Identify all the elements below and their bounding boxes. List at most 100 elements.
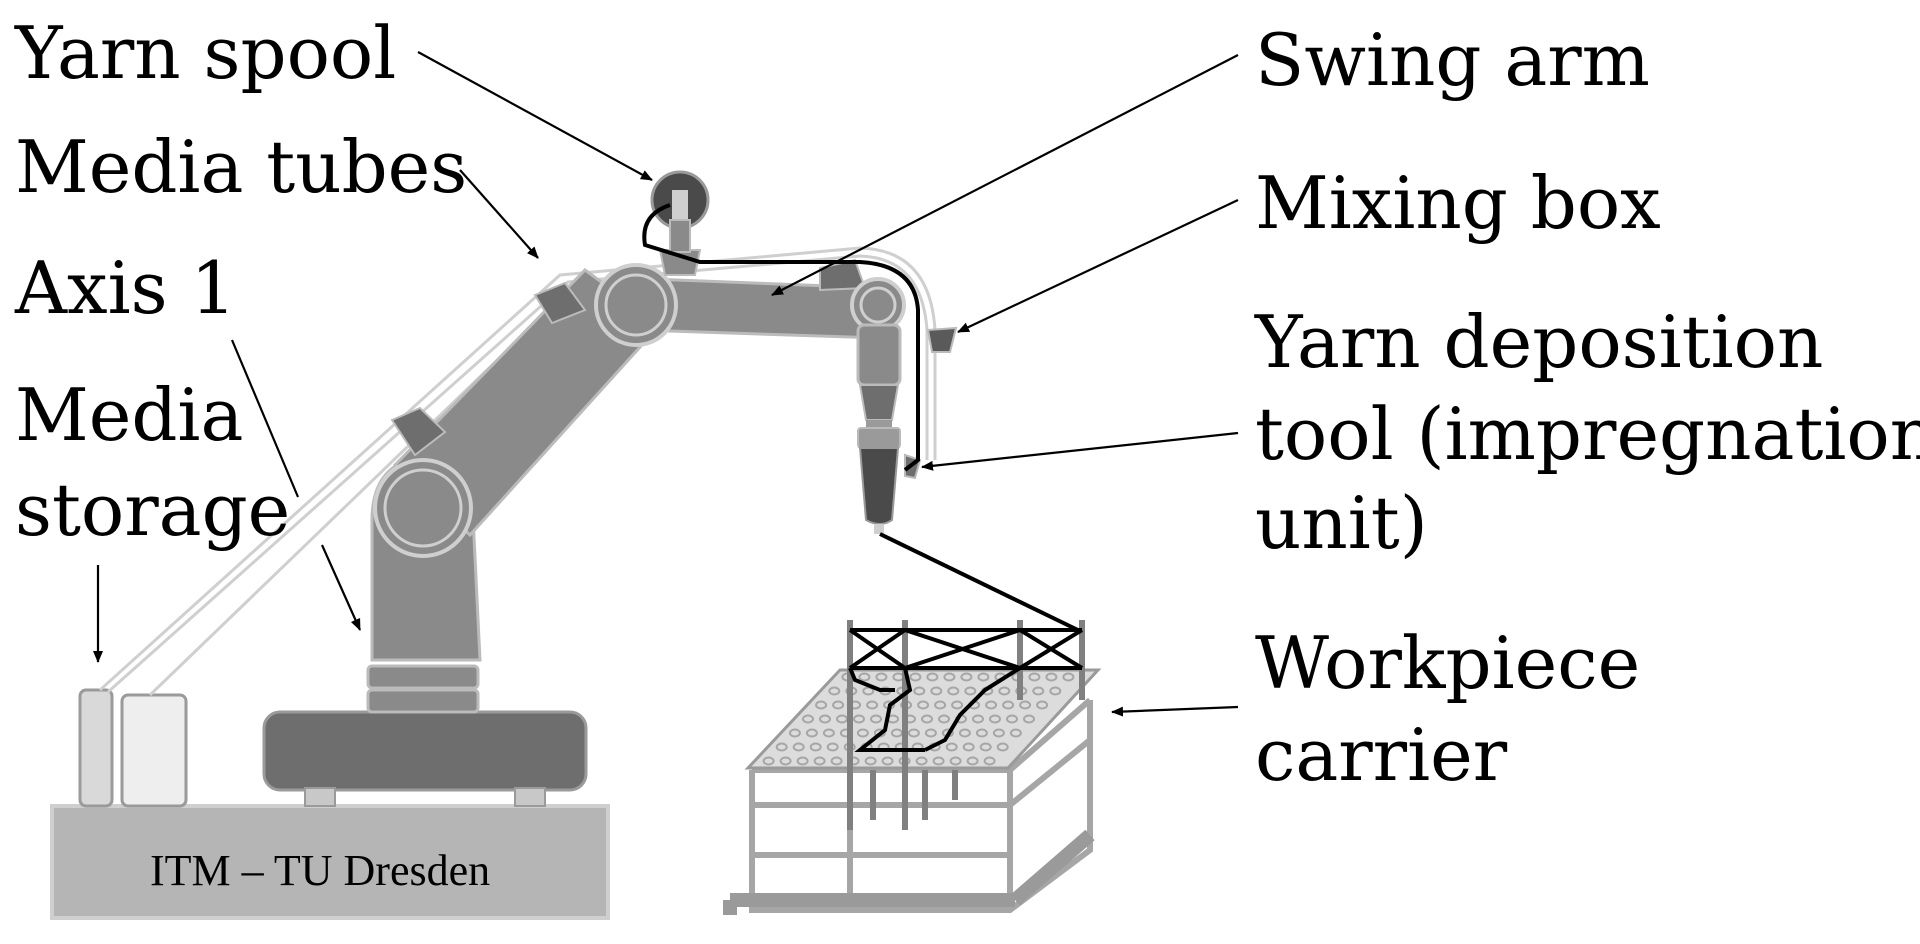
plate-hole (1045, 672, 1058, 682)
plate-hole (966, 756, 979, 766)
plate-hole (934, 700, 947, 710)
plate-hole (779, 756, 792, 766)
plate-hole (1002, 700, 1015, 710)
plate-hole (870, 714, 882, 724)
plate-hole (1023, 714, 1035, 724)
label-yarn-deposition-line1: Yarn deposition (1254, 300, 1823, 384)
label-yarn-spool: Yarn spool (14, 11, 396, 95)
plate-hole (924, 728, 937, 738)
plate-hole (996, 742, 1009, 752)
plate-hole (792, 742, 805, 752)
plate-hole (796, 756, 809, 766)
plate-hole (960, 672, 973, 682)
arrow-mixing-box (957, 199, 1239, 333)
plate-hole (819, 714, 831, 724)
plate-hole (832, 700, 845, 710)
labels-right: Swing arm Mixing box Yarn deposition too… (1254, 18, 1920, 797)
plate-hole (909, 672, 922, 682)
plate-hole (875, 672, 888, 682)
plate-hole (856, 728, 869, 738)
label-media-storage-line2: storage (15, 468, 290, 552)
plate-hole (864, 756, 877, 766)
plate-hole (858, 672, 871, 682)
plate-hole (930, 686, 943, 696)
plate-hole (938, 714, 950, 724)
plate-hole (862, 686, 875, 696)
label-swing-arm: Swing arm (1255, 18, 1650, 102)
plate-hole (762, 756, 775, 766)
plate-hole (815, 700, 828, 710)
base-block: ITM – TU Dresden (50, 804, 610, 920)
elbow-joint (594, 263, 678, 347)
label-media-tubes: Media tubes (15, 125, 467, 209)
plate-hole (992, 728, 1005, 738)
plate-hole (975, 728, 988, 738)
plate-hole (926, 672, 939, 682)
plate-hole (921, 714, 933, 724)
shoulder-joint (373, 458, 473, 558)
label-workpiece-carrier-line1: Workpiece (1255, 621, 1640, 705)
plate-hole (998, 686, 1011, 696)
plate-hole (932, 756, 945, 766)
wrist-joint (850, 277, 906, 333)
label-media-storage-line1: Media (15, 373, 243, 457)
plate-hole (943, 672, 956, 682)
plate-hole (826, 742, 839, 752)
plate-hole (983, 756, 996, 766)
plate-hole (989, 714, 1001, 724)
label-axis-1: Axis 1 (14, 246, 236, 330)
yarn-path (642, 203, 1083, 634)
yarn-deposition-tool (857, 427, 922, 534)
labels-left: Yarn spool Media tubes Axis 1 Media stor… (14, 11, 467, 552)
mixing-box (926, 326, 958, 353)
arrow-axis-1-tip (320, 544, 362, 631)
plate-hole (802, 714, 814, 724)
plate-hole (828, 686, 841, 696)
arrow-workpiece-carrier (1111, 705, 1239, 717)
plate-hole (985, 700, 998, 710)
plate-hole (830, 756, 843, 766)
plate-hole (917, 700, 930, 710)
plate-hole (866, 700, 879, 710)
robot-wrist (856, 323, 958, 428)
plate-hole (1049, 686, 1062, 696)
workpiece-carrier (723, 620, 1102, 915)
plate-hole (1019, 700, 1032, 710)
plate-hole (1009, 728, 1022, 738)
label-yarn-deposition-line2: tool (impregnation (1255, 392, 1920, 476)
arrow-swing-arm (771, 54, 1239, 296)
arrow-yarn-spool (417, 51, 653, 181)
plate-hole (958, 728, 971, 738)
plate-hole (962, 742, 975, 752)
plate-hole (805, 728, 818, 738)
plate-hole (913, 686, 926, 696)
plate-hole (890, 728, 903, 738)
plate-hole (945, 742, 958, 752)
plate-hole (881, 756, 894, 766)
plate-hole (809, 742, 822, 752)
plate-hole (1062, 672, 1075, 682)
plate-hole (1032, 686, 1045, 696)
plate-hole (1036, 700, 1049, 710)
plate-hole (813, 756, 826, 766)
yarn-spool (650, 170, 710, 276)
label-mixing-box: Mixing box (1255, 161, 1661, 245)
media-storage-canisters (78, 688, 188, 808)
plate-hole (977, 672, 990, 682)
plate-hole (1006, 714, 1018, 724)
plate-hole (949, 756, 962, 766)
plate-hole (947, 686, 960, 696)
label-workpiece-carrier-line2: carrier (1255, 713, 1508, 797)
label-yarn-deposition-line3: unit) (1255, 481, 1428, 565)
base-label: ITM – TU Dresden (150, 846, 490, 895)
plate-hole (788, 728, 801, 738)
arrow-media-tubes (459, 169, 539, 259)
plate-hole (775, 742, 788, 752)
plate-hole (853, 714, 865, 724)
arrow-yarn-deposition (921, 431, 1239, 471)
plate-hole (972, 714, 984, 724)
plate-hole (1028, 672, 1041, 682)
plate-hole (964, 686, 977, 696)
plate-hole (915, 756, 928, 766)
